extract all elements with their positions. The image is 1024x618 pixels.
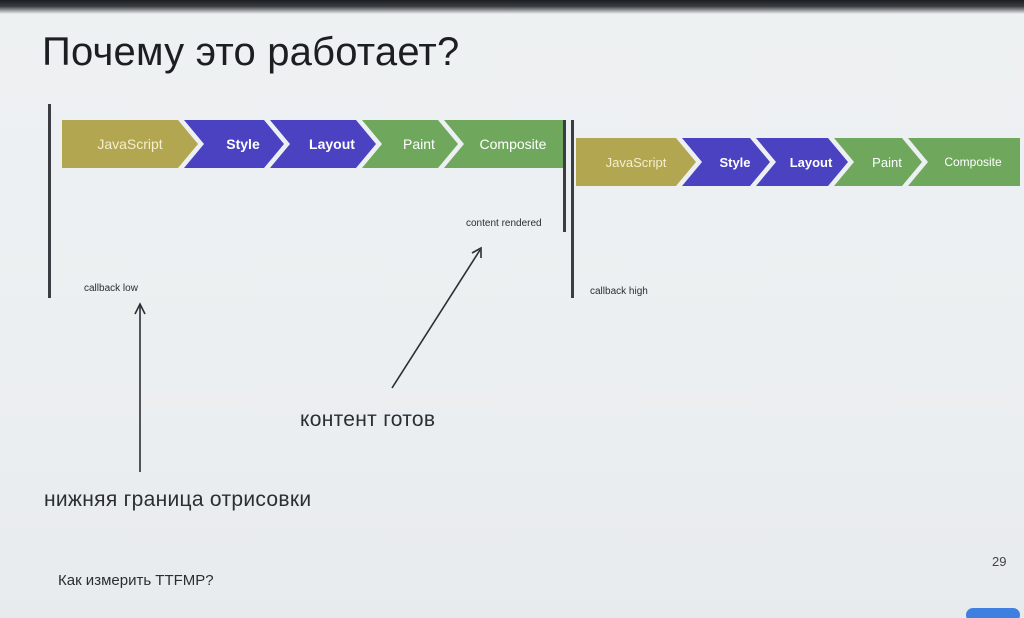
footer-text: Как измерить TTFMP? — [58, 572, 214, 589]
corner-badge — [966, 608, 1020, 618]
stage-javascript: JavaScript — [576, 138, 696, 186]
callback-high-label: callback high — [590, 286, 648, 297]
screen-top-edge — [0, 0, 1024, 14]
right-marker-line — [571, 120, 574, 298]
stage-composite: Composite — [444, 120, 564, 168]
arrow-lower-bound-head — [134, 302, 146, 315]
page-number: 29 — [992, 554, 1007, 569]
pipeline-right: JavaScript Style Layout Paint Composite — [576, 138, 1020, 186]
arrow-content-ready — [391, 249, 481, 389]
slide-title: Почему это работает? — [42, 30, 460, 74]
arrow-content-ready-head — [471, 246, 482, 258]
callback-low-label: callback low — [84, 283, 138, 294]
pipeline-left: JavaScript Style Layout Paint Composite — [62, 120, 564, 170]
stage-style: Style — [682, 138, 770, 186]
left-marker-line — [48, 104, 51, 298]
content-ready-caption: контент готов — [300, 408, 436, 431]
lower-bound-caption: нижняя граница отрисовки — [44, 488, 312, 511]
middle-marker-line — [563, 120, 566, 232]
stage-javascript: JavaScript — [62, 120, 198, 168]
content-rendered-label: content rendered — [466, 218, 542, 229]
